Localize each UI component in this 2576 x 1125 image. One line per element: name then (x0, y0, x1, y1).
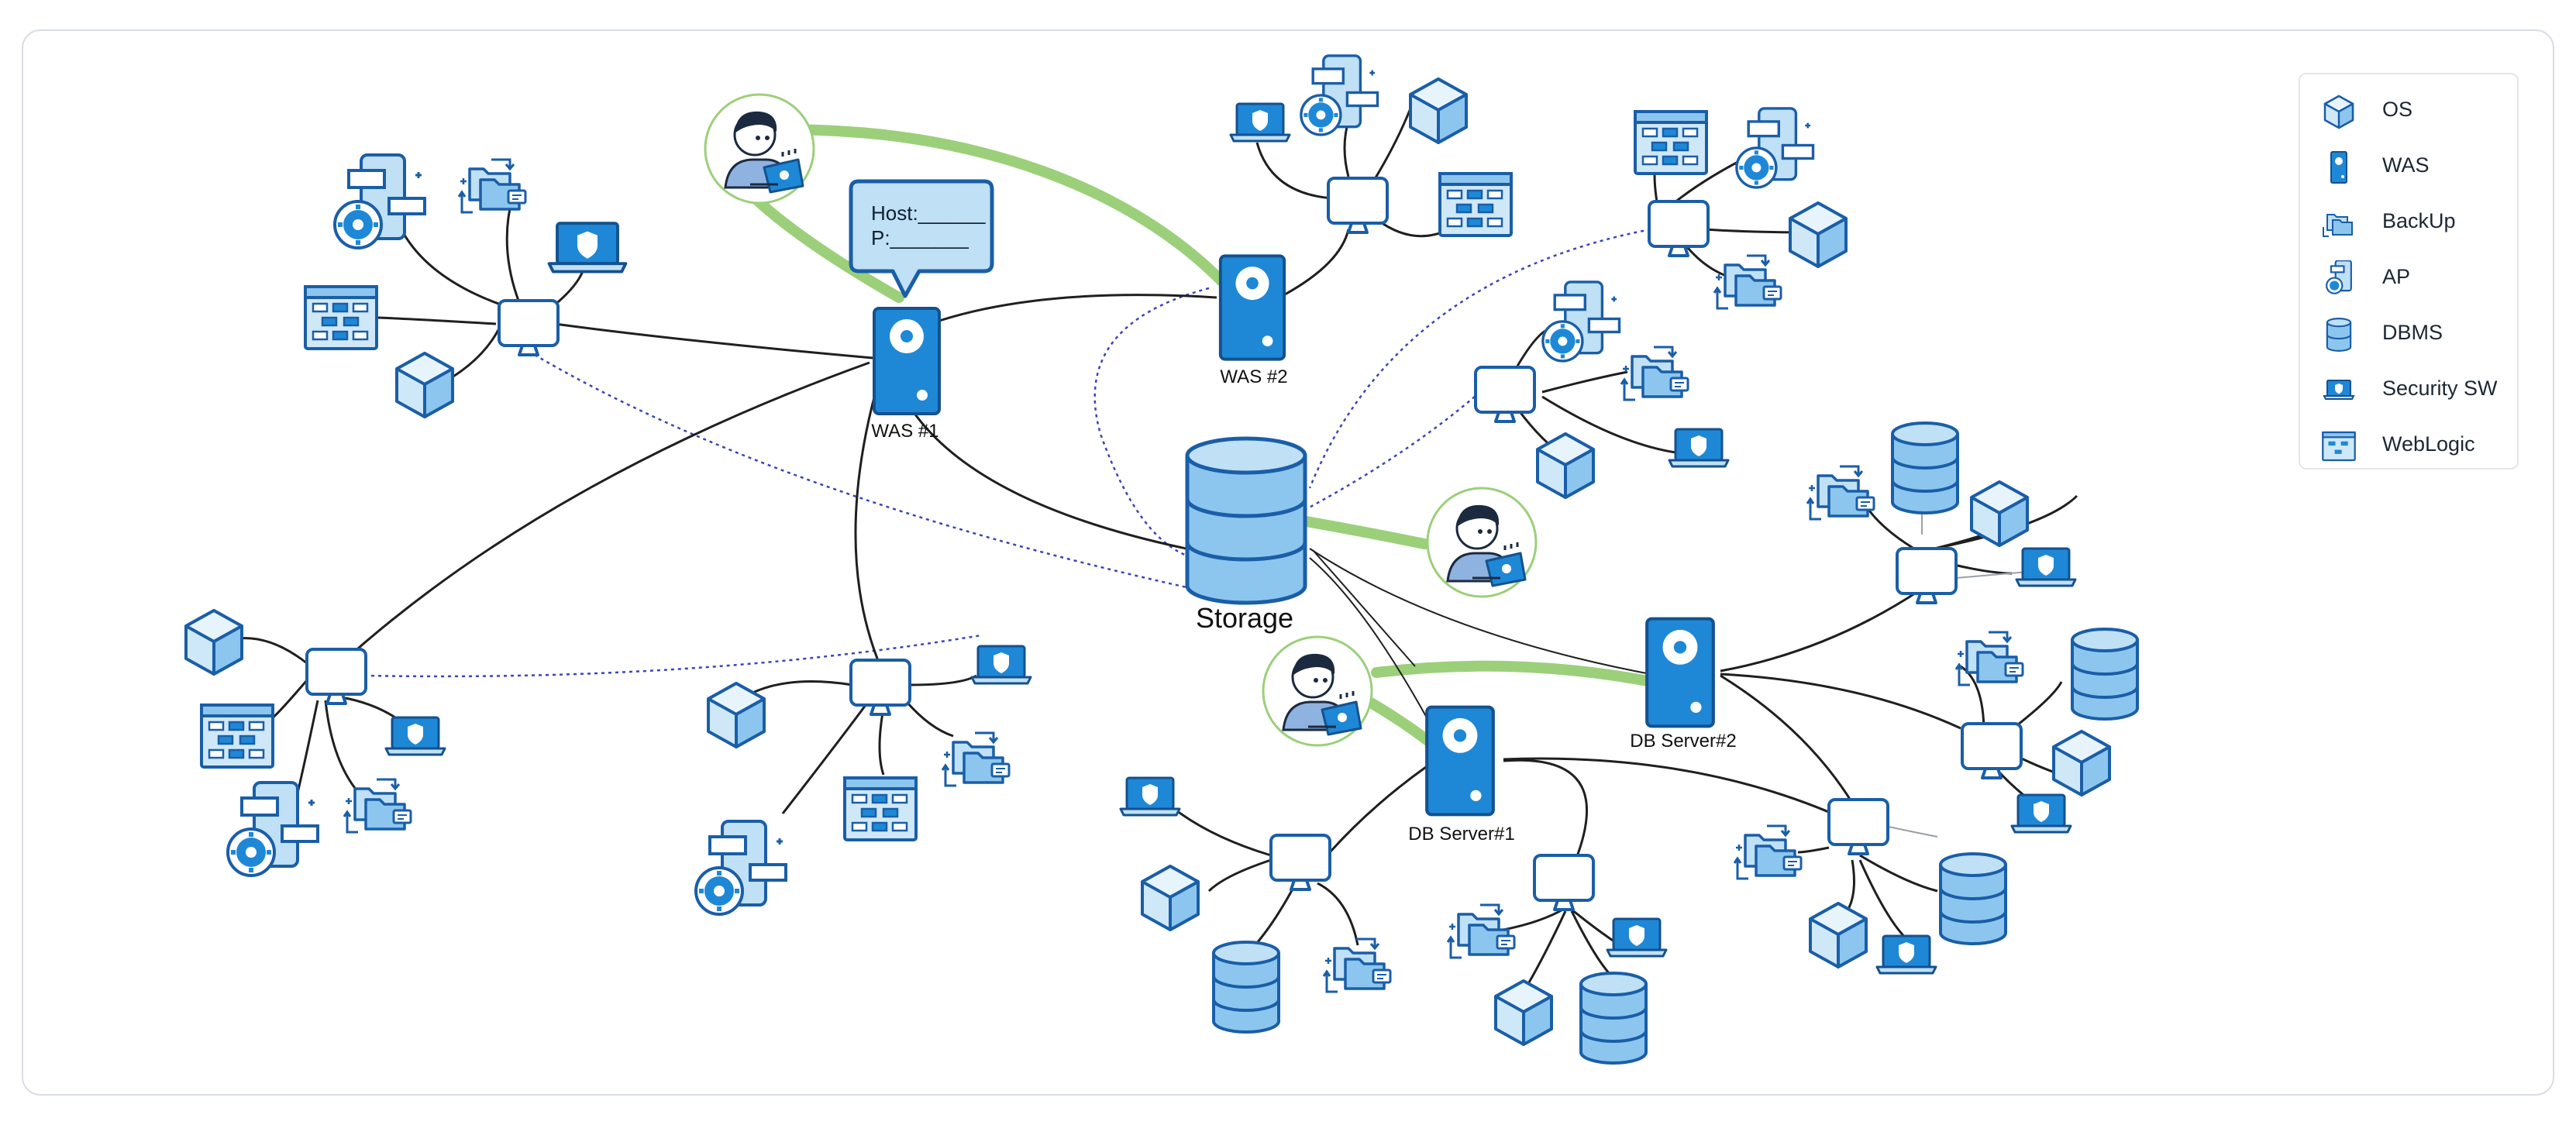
dbms-icon[interactable] (1939, 852, 2007, 945)
os-cube-icon[interactable] (1141, 865, 1200, 931)
os-cube-icon[interactable] (1409, 77, 1468, 144)
legend-item-backup: BackUp (2300, 201, 2517, 242)
client-pc-icon[interactable] (1533, 854, 1595, 911)
client-pc-icon[interactable] (1827, 798, 1889, 855)
client-pc-icon[interactable] (498, 299, 560, 356)
was2-server-icon[interactable] (1218, 254, 1286, 361)
was2-label: WAS #2 (1220, 366, 1287, 387)
was1-label: WAS #1 (871, 421, 938, 442)
security-sw-icon[interactable] (1229, 102, 1291, 143)
dbms-icon[interactable] (1891, 421, 1959, 514)
client-pc-icon[interactable] (1961, 722, 2023, 779)
backup-icon[interactable] (1620, 346, 1689, 401)
backup-icon[interactable] (1954, 631, 2024, 686)
credential-bubble: Host:______ P:_______ (849, 179, 994, 298)
weblogic-icon[interactable] (843, 776, 918, 841)
security-sw-icon[interactable] (2010, 793, 2072, 834)
storage-label: Storage (1196, 602, 1293, 634)
client-pc-icon[interactable] (1327, 177, 1389, 234)
legend-item-ap: AP (2300, 257, 2517, 298)
backup-icon[interactable] (1322, 938, 1392, 993)
db-server1-label: DB Server#1 (1408, 824, 1514, 845)
ap-icon[interactable] (228, 783, 318, 876)
ap-icon[interactable] (696, 821, 786, 914)
backup-icon (2323, 214, 2353, 237)
client-pc-icon[interactable] (1648, 200, 1710, 257)
dotted-links (363, 228, 1651, 678)
backup-icon[interactable] (1733, 824, 1803, 880)
security-sw-icon[interactable] (970, 645, 1032, 685)
dbms-icon (2326, 318, 2352, 352)
ap-icon[interactable] (335, 155, 425, 248)
os-cube-icon (2323, 95, 2354, 129)
dbms-icon[interactable] (1212, 941, 1280, 1034)
client-pc-icon[interactable] (1474, 366, 1536, 423)
security-sw-icon[interactable] (384, 716, 446, 756)
user-avatar-icon[interactable] (704, 93, 815, 205)
weblogic-icon[interactable] (1634, 110, 1708, 175)
storage-db-icon[interactable] (1185, 436, 1307, 605)
client-pc-icon[interactable] (305, 648, 367, 705)
legend-label: AP (2382, 265, 2411, 288)
legend-item-security-sw: Security SW (2300, 369, 2517, 409)
weblogic-icon (2322, 431, 2356, 462)
os-cube-icon[interactable] (184, 609, 243, 676)
os-cube-icon[interactable] (1809, 902, 1868, 968)
was1-server-icon[interactable] (873, 307, 941, 415)
legend-label: Security SW (2382, 377, 2498, 400)
security-sw-icon[interactable] (547, 222, 628, 274)
legend-label: WebLogic (2382, 432, 2475, 456)
ap-icon (2326, 260, 2352, 294)
security-sw-icon (2323, 380, 2355, 400)
legend-item-os: OS (2300, 90, 2517, 130)
security-sw-icon[interactable] (1668, 428, 1730, 468)
os-cube-icon[interactable] (395, 352, 454, 418)
security-sw-icon[interactable] (1606, 917, 1668, 958)
legend-item-dbms: DBMS (2300, 313, 2517, 353)
client-pc-icon[interactable] (849, 659, 911, 716)
ap-icon[interactable] (1301, 56, 1378, 135)
legend-label: OS (2382, 98, 2413, 121)
os-cube-icon[interactable] (1970, 480, 2029, 547)
user-avatar-icon[interactable] (1262, 635, 1373, 747)
was-server-icon (2330, 151, 2347, 184)
weblogic-icon[interactable] (200, 704, 274, 769)
client-pc-icon[interactable] (1896, 547, 1958, 604)
backup-icon[interactable] (941, 731, 1011, 787)
security-sw-icon[interactable] (2015, 547, 2077, 587)
backup-icon[interactable] (1713, 254, 1782, 310)
legend-label: WAS (2382, 153, 2430, 177)
legend: OS WAS BackUp AP (2299, 73, 2519, 470)
weblogic-icon[interactable] (304, 285, 378, 350)
backup-icon[interactable] (1446, 903, 1516, 959)
backup-icon[interactable] (1806, 465, 1875, 521)
weblogic-icon[interactable] (1438, 172, 1513, 237)
db-server2-icon[interactable] (1647, 619, 1713, 727)
legend-item-was: WAS (2300, 146, 2517, 186)
os-cube-icon[interactable] (1494, 979, 1553, 1046)
os-cube-icon[interactable] (2052, 730, 2111, 796)
security-sw-icon[interactable] (1875, 934, 1937, 975)
ap-icon[interactable] (1543, 282, 1620, 361)
legend-item-weblogic: WebLogic (2300, 425, 2517, 465)
os-cube-icon[interactable] (1536, 432, 1595, 499)
bubble-host-text: Host:______ (871, 201, 986, 225)
db-server2-label: DB Server#2 (1630, 731, 1736, 752)
dbms-icon[interactable] (1579, 972, 1648, 1065)
legend-label: DBMS (2382, 321, 2443, 344)
dbms-icon[interactable] (2071, 628, 2139, 721)
bubble-p-text: P:_______ (871, 226, 969, 249)
legend-label: BackUp (2382, 209, 2456, 232)
client-pc-icon[interactable] (1269, 834, 1331, 891)
os-cube-icon[interactable] (707, 682, 766, 748)
ap-icon[interactable] (1737, 108, 1813, 188)
user-avatar-icon[interactable] (1426, 487, 1538, 598)
security-sw-icon[interactable] (1119, 776, 1181, 817)
os-cube-icon[interactable] (1789, 201, 1848, 268)
backup-icon[interactable] (457, 158, 527, 214)
db-server1-icon[interactable] (1427, 707, 1493, 815)
